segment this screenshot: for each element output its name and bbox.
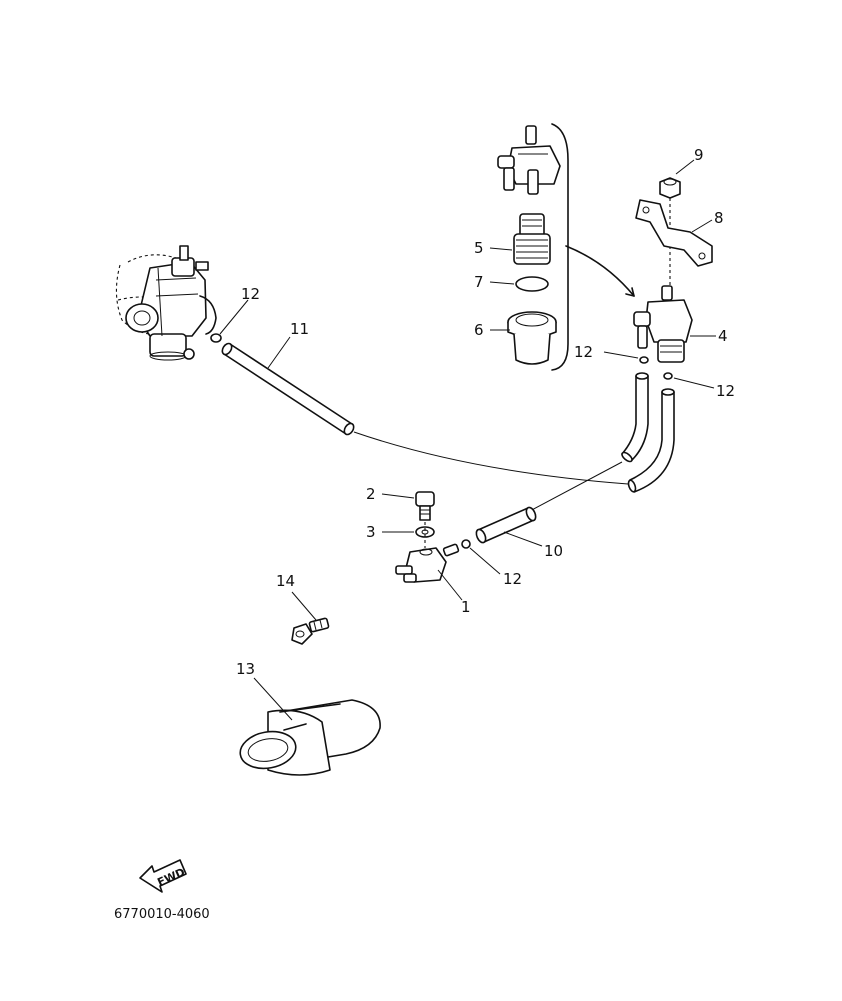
nut-part-9	[659, 177, 681, 199]
hose-clip-joint	[461, 539, 471, 549]
filter-cup-part-6	[507, 311, 557, 365]
screw-part-14	[291, 617, 330, 645]
hose-clip-right	[663, 372, 673, 380]
callout-12-clip-right: 12	[716, 382, 735, 400]
hose-clip-left	[639, 356, 649, 364]
callout-11-fuel-hose: 11	[290, 320, 309, 338]
fuel-cock-assembly-part-4	[633, 285, 693, 363]
rubber-hose-part-13	[239, 699, 381, 776]
callout-12-clip-left: 12	[574, 343, 593, 361]
joint-part-1	[395, 543, 460, 583]
filter-element-part-5	[513, 213, 551, 265]
drawing-number: 6770010-4060	[114, 907, 210, 922]
callout-5-filter: 5	[474, 239, 484, 257]
fuel-cock-body-exploded	[497, 125, 561, 195]
callout-1-joint: 1	[461, 598, 471, 616]
callout-10-hose: 10	[544, 542, 563, 560]
callout-14-screw: 14	[276, 572, 295, 590]
callout-12-clip-carburetor: 12	[241, 285, 260, 303]
bracket-part-8	[635, 199, 713, 267]
callout-3-washer: 3	[366, 523, 376, 541]
callout-2-bolt: 2	[366, 485, 376, 503]
callout-13-hose: 13	[236, 660, 255, 678]
callout-9-nut: 9	[694, 146, 704, 164]
fuel-hose-part-11	[221, 342, 355, 436]
carburetor-drawing	[115, 245, 217, 361]
bolt-part-2	[415, 491, 435, 521]
short-hose-part-10	[475, 506, 537, 544]
callout-12-clip-joint: 12	[503, 570, 522, 588]
callout-6-cup: 6	[474, 321, 484, 339]
callout-7-o-ring: 7	[474, 273, 484, 291]
callout-8-bracket: 8	[714, 209, 724, 227]
hose-clip-part-12	[210, 333, 222, 343]
o-ring-part-7	[515, 276, 549, 292]
forward-arrow-icon: FWD	[139, 859, 187, 893]
callout-4-fuel-cock: 4	[718, 327, 728, 345]
bent-hoses-from-fuel-cock	[621, 372, 675, 493]
